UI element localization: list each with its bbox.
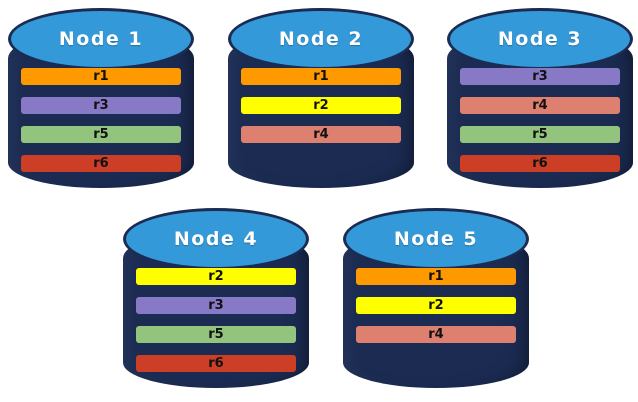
database-node-2[interactable]: Node 2 r1 r2 r4 [228, 8, 414, 194]
node-title: Node 3 [497, 28, 583, 50]
replica-bar-r6[interactable]: r6 [460, 155, 620, 172]
replica-bar-r5[interactable]: r5 [460, 126, 620, 143]
replica-bar-r3[interactable]: r3 [460, 68, 620, 85]
replica-bar-r1[interactable]: r1 [356, 268, 516, 285]
database-node-3[interactable]: Node 3 r3 r4 r5 r6 [447, 8, 633, 194]
replica-bar-r2[interactable]: r2 [136, 268, 296, 285]
node-title: Node 4 [173, 228, 259, 250]
replica-bar-r1[interactable]: r1 [241, 68, 401, 85]
replica-bar-r3[interactable]: r3 [136, 297, 296, 314]
node-title: Node 1 [58, 28, 144, 50]
replica-list: r1 r2 r4 [241, 68, 401, 143]
replica-list: r1 r2 r4 [356, 268, 516, 343]
replica-bar-r2[interactable]: r2 [356, 297, 516, 314]
replica-bar-r5[interactable]: r5 [21, 126, 181, 143]
replica-bar-r4[interactable]: r4 [356, 326, 516, 343]
replica-bar-r5[interactable]: r5 [136, 326, 296, 343]
replica-bar-r2[interactable]: r2 [241, 97, 401, 114]
database-node-4[interactable]: Node 4 r2 r3 r5 r6 [123, 208, 309, 394]
database-node-5[interactable]: Node 5 r1 r2 r4 [343, 208, 529, 394]
replica-list: r3 r4 r5 r6 [460, 68, 620, 172]
replica-bar-r6[interactable]: r6 [21, 155, 181, 172]
replica-bar-r6[interactable]: r6 [136, 355, 296, 372]
database-node-1[interactable]: Node 1 r1 r3 r5 r6 [8, 8, 194, 194]
cylinder-top-icon [343, 208, 529, 270]
replica-bar-r4[interactable]: r4 [241, 126, 401, 143]
replica-bar-r4[interactable]: r4 [460, 97, 620, 114]
node-title: Node 5 [393, 228, 479, 250]
replica-bar-r1[interactable]: r1 [21, 68, 181, 85]
replica-list: r1 r3 r5 r6 [21, 68, 181, 172]
replica-list: r2 r3 r5 r6 [136, 268, 296, 372]
cylinder-top-icon [8, 8, 194, 70]
replica-bar-r3[interactable]: r3 [21, 97, 181, 114]
node-title: Node 2 [278, 28, 364, 50]
cylinder-top-icon [228, 8, 414, 70]
